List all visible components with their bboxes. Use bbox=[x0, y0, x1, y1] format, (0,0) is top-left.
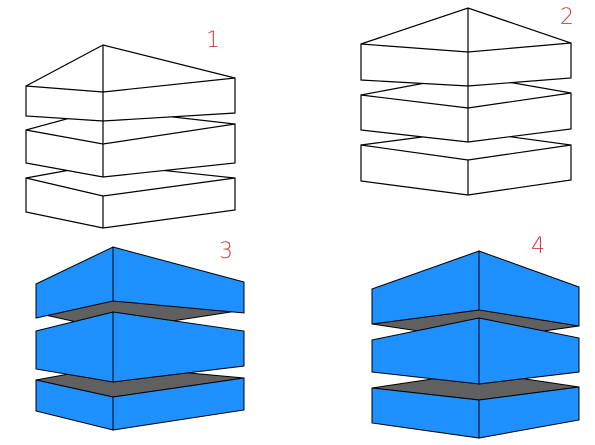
figure-2-label: 2 bbox=[560, 5, 574, 30]
figure-4-label: 4 bbox=[531, 234, 545, 259]
figure-2 bbox=[360, 7, 572, 196]
figure-3-slab-middle bbox=[35, 311, 245, 383]
figure-2-slab-top bbox=[360, 7, 572, 87]
figure-3 bbox=[35, 246, 245, 431]
figure-1-label: 1 bbox=[206, 28, 220, 53]
figure-4-slab-middle bbox=[371, 317, 580, 385]
figure-3-label: 3 bbox=[219, 239, 233, 264]
figure-4 bbox=[371, 250, 580, 439]
figure-4-slab-top bbox=[371, 250, 580, 327]
figure-1 bbox=[25, 44, 236, 229]
figure-3-slab-bottom bbox=[35, 377, 245, 431]
figure-1-slab-top bbox=[25, 44, 236, 122]
figure-4-slab-bottom bbox=[371, 386, 580, 439]
figure-2-slab-bottom bbox=[360, 130, 572, 196]
figure-3-slab-top bbox=[35, 246, 245, 319]
